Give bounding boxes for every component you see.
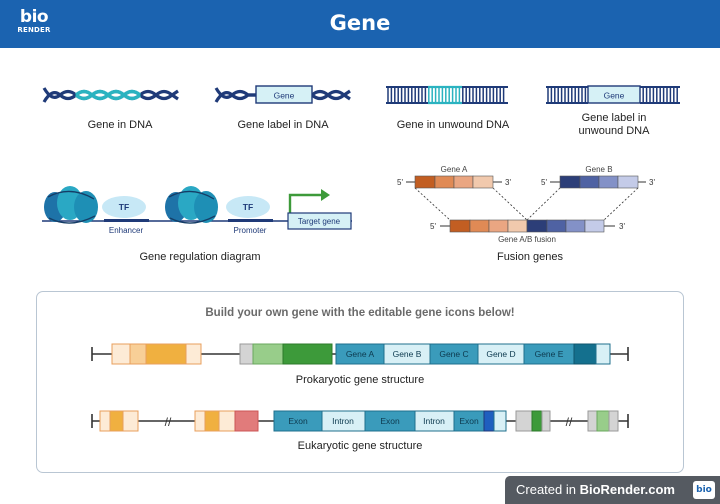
- promoter-region: [228, 219, 273, 222]
- euk-intron-1: Intron: [332, 416, 354, 426]
- logo-word: bio: [19, 7, 49, 27]
- tf-label-right: TF: [243, 202, 253, 212]
- caption-prokaryotic: Prokaryotic gene structure: [295, 374, 425, 386]
- header-bar: bio RENDER Gene: [0, 0, 720, 48]
- caption-gene-regulation: Gene regulation diagram: [139, 251, 261, 263]
- gene-a-three-prime: 3': [505, 178, 511, 187]
- gene-tag-label: Gene: [274, 91, 295, 101]
- euk-exon-1: Exon: [288, 416, 308, 426]
- target-gene-label: Target gene: [298, 217, 341, 226]
- caption-eukaryotic: Eukaryotic gene structure: [297, 440, 423, 452]
- fusion-label: Gene A/B fusion: [498, 235, 556, 244]
- nucleosome-left: [44, 186, 98, 224]
- prok-gene-c: Gene C: [439, 349, 468, 359]
- caption-gene-label-unwound-line1: Gene label in: [581, 112, 647, 124]
- break-mark-right: //: [566, 415, 573, 429]
- tf-label-left: TF: [119, 202, 129, 212]
- gene-a-label: Gene A: [441, 165, 468, 174]
- fused-three-prime: 3': [619, 222, 625, 231]
- break-mark-left: //: [165, 415, 172, 429]
- gene-in-unwound-dna-icon: [386, 85, 508, 105]
- footer-brand: BioRender.com: [579, 482, 675, 497]
- gene-b-three-prime: 3': [649, 178, 655, 187]
- caption-fusion-genes: Fusion genes: [496, 251, 564, 263]
- caption-gene-in-unwound-dna: Gene in unwound DNA: [396, 119, 510, 131]
- euk-exon-3: Exon: [459, 416, 479, 426]
- tf-protein-left: [102, 196, 146, 218]
- enhancer-label: Enhancer: [109, 226, 144, 235]
- nucleosome-right: [165, 186, 218, 224]
- logo-subword: RENDER: [17, 26, 51, 34]
- gene-tag-label-unwound: Gene: [604, 91, 625, 101]
- footer-prefix: Created in: [516, 482, 580, 497]
- euk-exon-2: Exon: [380, 416, 400, 426]
- enhancer-region: [104, 219, 149, 222]
- gene-a-five-prime: 5': [397, 178, 403, 187]
- footer-text: Created in BioRender.com: [516, 482, 675, 497]
- promoter-label: Promoter: [234, 226, 267, 235]
- gene-b-five-prime: 5': [541, 178, 547, 187]
- builder-heading: Build your own gene with the editable ge…: [205, 307, 515, 319]
- prok-gene-d: Gene D: [486, 349, 515, 359]
- transcription-start-arrow: [288, 193, 322, 217]
- target-gene-box: [287, 212, 352, 230]
- fused-five-prime: 5': [430, 222, 436, 231]
- caption-gene-label-unwound-line2: unwound DNA: [578, 125, 650, 137]
- prok-gene-a: Gene A: [346, 349, 375, 359]
- footer-logo-icon: bio: [693, 481, 715, 499]
- tf-protein-right: [226, 196, 270, 218]
- gene-b-label: Gene B: [585, 165, 612, 174]
- gene-builder-panel: [36, 291, 684, 473]
- prok-gene-e: Gene E: [535, 349, 564, 359]
- gene-regulation-diagram: [42, 186, 352, 230]
- prok-gene-b: Gene B: [393, 349, 422, 359]
- eukaryotic-gene-structure[interactable]: [91, 410, 629, 432]
- page-title: Gene: [329, 11, 391, 35]
- caption-gene-label-in-dna: Gene label in DNA: [237, 119, 329, 131]
- gene-label-in-dna-icon: [214, 85, 351, 104]
- gene-in-dna-icon: [42, 87, 179, 103]
- caption-gene-in-dna: Gene in DNA: [87, 119, 153, 131]
- biorender-logo[interactable]: bio RENDER: [14, 9, 54, 34]
- prokaryotic-gene-structure[interactable]: [91, 343, 629, 365]
- fusion-genes-diagram: [406, 175, 646, 233]
- gene-label-in-unwound-dna-icon: [546, 85, 680, 104]
- created-in-biorender-badge[interactable]: Created in BioRender.com bio: [505, 476, 720, 504]
- euk-intron-2: Intron: [423, 416, 445, 426]
